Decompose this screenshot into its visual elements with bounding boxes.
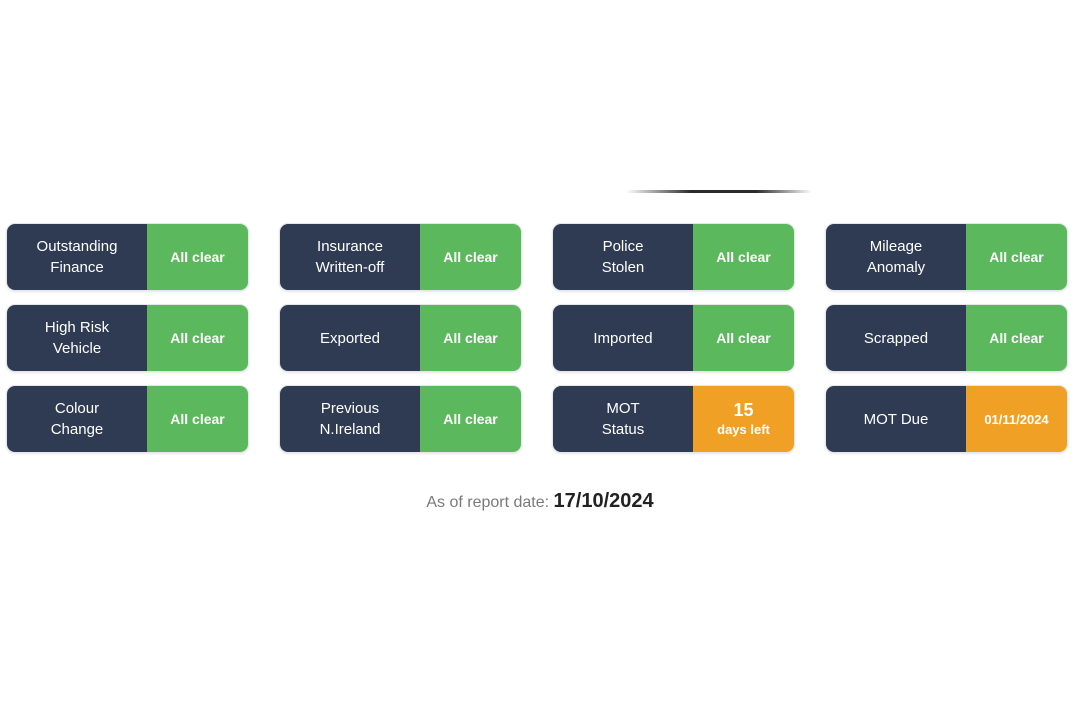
status-badge: All clear [420, 224, 521, 290]
status-badge: All clear [147, 386, 248, 452]
days-left-unit: days left [717, 422, 770, 437]
check-label: Scrapped [826, 305, 966, 371]
status-badge: All clear [693, 224, 794, 290]
check-tile-high-risk-vehicle[interactable]: High Risk Vehicle All clear [7, 305, 248, 371]
report-date: As of report date: 17/10/2024 [0, 490, 1080, 513]
divider-line [626, 190, 812, 193]
check-label: Outstanding Finance [7, 224, 147, 290]
check-label: Previous N.Ireland [280, 386, 420, 452]
check-tile-exported[interactable]: Exported All clear [280, 305, 521, 371]
check-label: Imported [553, 305, 693, 371]
check-grid: Outstanding Finance All clear Insurance … [7, 224, 1067, 452]
check-tile-previous-n-ireland[interactable]: Previous N.Ireland All clear [280, 386, 521, 452]
check-tile-scrapped[interactable]: Scrapped All clear [826, 305, 1067, 371]
status-badge: 01/11/2024 [966, 386, 1067, 452]
status-badge: All clear [693, 305, 794, 371]
check-tile-imported[interactable]: Imported All clear [553, 305, 794, 371]
status-badge: All clear [147, 224, 248, 290]
check-tile-outstanding-finance[interactable]: Outstanding Finance All clear [7, 224, 248, 290]
check-tile-mot-due[interactable]: MOT Due 01/11/2024 [826, 386, 1067, 452]
status-badge: All clear [966, 224, 1067, 290]
status-badge: All clear [966, 305, 1067, 371]
check-label: MOT Due [826, 386, 966, 452]
check-label: Mileage Anomaly [826, 224, 966, 290]
check-tile-mileage-anomaly[interactable]: Mileage Anomaly All clear [826, 224, 1067, 290]
check-label: High Risk Vehicle [7, 305, 147, 371]
days-left-count: 15 [733, 400, 754, 420]
check-tile-colour-change[interactable]: Colour Change All clear [7, 386, 248, 452]
check-tile-insurance-written-off[interactable]: Insurance Written-off All clear [280, 224, 521, 290]
check-label: Insurance Written-off [280, 224, 420, 290]
check-label: Colour Change [7, 386, 147, 452]
check-label: MOT Status [553, 386, 693, 452]
check-tile-mot-status[interactable]: MOT Status 15 days left [553, 386, 794, 452]
status-badge: 15 days left [693, 386, 794, 452]
status-badge: All clear [420, 305, 521, 371]
status-badge: All clear [420, 386, 521, 452]
check-label: Exported [280, 305, 420, 371]
status-badge: All clear [147, 305, 248, 371]
check-tile-police-stolen[interactable]: Police Stolen All clear [553, 224, 794, 290]
report-date-prefix: As of report date: [426, 494, 550, 511]
check-label: Police Stolen [553, 224, 693, 290]
report-date-value: 17/10/2024 [553, 490, 654, 512]
